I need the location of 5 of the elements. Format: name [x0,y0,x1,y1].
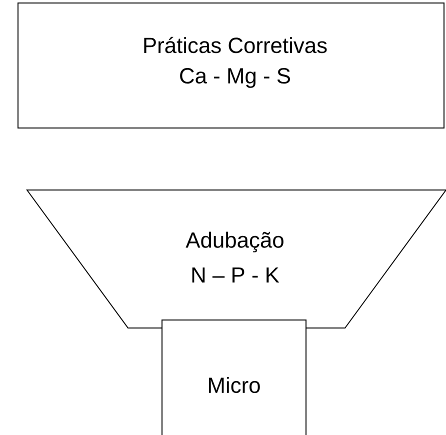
node-text: Práticas Corretivas [144,36,327,54]
node-text: Micro [209,376,260,394]
node-text: Ca - Mg - S [180,68,290,88]
node-text: N – P - K [192,267,280,283]
node-text: Adubação [186,232,284,252]
